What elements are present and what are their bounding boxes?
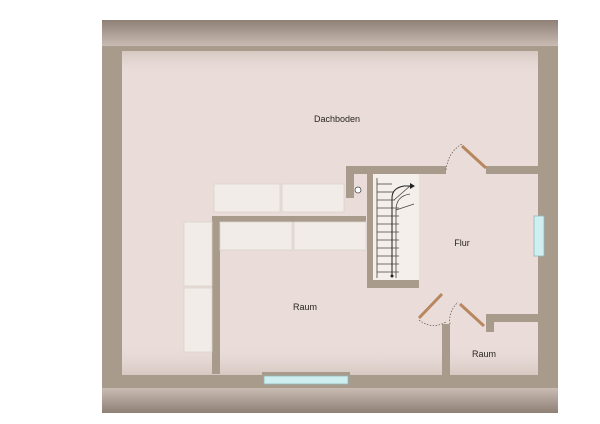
staircase (373, 174, 419, 280)
door-raum-small (449, 301, 486, 328)
roof-edge-bottom (102, 388, 558, 413)
room-label-flur[interactable]: Flur (454, 238, 470, 248)
room-label-raum[interactable]: Raum (292, 302, 318, 312)
window-right (533, 215, 545, 257)
window-bottom (263, 375, 349, 385)
door-raum-main (417, 292, 447, 326)
roof-edge-top (102, 20, 558, 46)
room-label-dachboden[interactable]: Dachboden (313, 114, 361, 124)
interior-shade-top (122, 51, 538, 75)
door-top-flur (445, 143, 488, 171)
cabinets (183, 183, 367, 353)
room-label-raum-small[interactable]: Raum (471, 349, 497, 359)
interior-walls (212, 166, 538, 377)
chimney-icon (354, 186, 362, 194)
